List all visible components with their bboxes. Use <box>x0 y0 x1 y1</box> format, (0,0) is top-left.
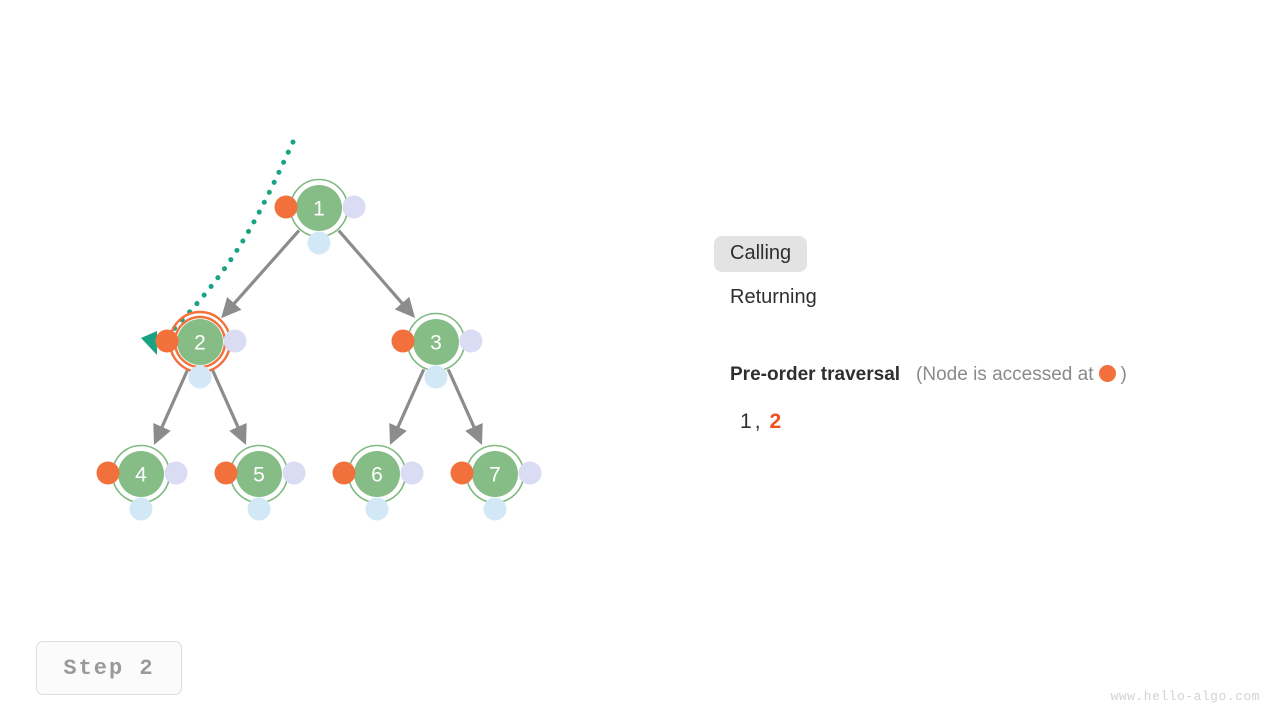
watermark-text: www.hello-algo.com <box>1110 689 1260 704</box>
tree-node-1[interactable]: 1 <box>274 178 366 255</box>
node-access-dot-icon <box>332 461 356 485</box>
state-row-calling: Calling <box>714 232 1254 276</box>
tree-node-3[interactable]: 3 <box>391 312 483 389</box>
tree-node-4[interactable]: 4 <box>96 444 188 521</box>
traversal-title: Pre-order traversal <box>730 364 901 385</box>
node-circle <box>296 185 342 231</box>
node-parent-port-icon <box>424 365 448 389</box>
recursion-trace-layer <box>141 139 296 355</box>
node-right-port-icon <box>282 461 306 485</box>
tree-edge <box>210 368 247 445</box>
node-right-port-icon <box>223 329 247 353</box>
tree-node-2[interactable]: 2 <box>155 310 247 389</box>
step-badge-label: Step 2 <box>63 655 155 681</box>
node-parent-port-icon <box>247 497 271 521</box>
node-circle <box>177 319 223 365</box>
node-right-port-icon <box>459 329 483 353</box>
node-access-dot-icon <box>96 461 120 485</box>
tree-edge <box>446 368 483 445</box>
node-circle <box>413 319 459 365</box>
tree-node-6[interactable]: 6 <box>332 444 424 521</box>
node-value-label: 7 <box>489 464 501 487</box>
node-access-dot-icon <box>214 461 238 485</box>
tree-node-5[interactable]: 5 <box>214 444 306 521</box>
state-row-returning: Returning <box>714 276 1254 320</box>
sequence-separator: , <box>754 410 762 433</box>
node-value-label: 5 <box>253 464 265 487</box>
tree-edge <box>389 368 426 445</box>
traversal-legend: Pre-order traversal (Node is accessed at… <box>730 364 1127 386</box>
state-chip-returning: Returning <box>730 286 817 308</box>
node-parent-port-icon <box>365 497 389 521</box>
node-circle <box>236 451 282 497</box>
node-access-dot-icon <box>391 329 415 353</box>
tree-edge <box>221 229 301 319</box>
recursion-trace-arrowhead <box>141 331 157 355</box>
traversal-note-after: ) <box>1120 364 1127 385</box>
tree-node-7[interactable]: 7 <box>450 444 542 521</box>
node-right-port-icon <box>164 461 188 485</box>
traversal-note: (Node is accessed at) <box>916 364 1127 386</box>
state-chip-calling: Calling <box>714 236 808 272</box>
node-right-port-icon <box>400 461 424 485</box>
edge-layer <box>153 229 483 445</box>
node-access-dot-icon <box>155 329 179 353</box>
node-value-label: 4 <box>135 464 147 487</box>
sequence-item: 2 <box>769 410 783 433</box>
node-parent-port-icon <box>129 497 153 521</box>
tree-edge <box>153 368 190 445</box>
traversal-sequence: 1,2 <box>740 410 784 434</box>
binary-tree-diagram: 1 2 3 4 5 6 7 <box>96 139 542 521</box>
traversal-note-before: (Node is accessed at <box>916 364 1094 385</box>
node-value-label: 1 <box>313 198 325 221</box>
node-parent-port-icon <box>188 365 212 389</box>
node-parent-port-icon <box>483 497 507 521</box>
node-access-dot-icon <box>274 195 298 219</box>
node-layer: 1 2 3 4 5 6 7 <box>96 178 542 521</box>
node-parent-port-icon <box>307 231 331 255</box>
node-right-port-icon <box>518 461 542 485</box>
watermark: www.hello-algo.com <box>1111 689 1260 704</box>
step-badge: Step 2 <box>36 641 182 695</box>
node-circle <box>118 451 164 497</box>
node-right-port-icon <box>342 195 366 219</box>
node-value-label: 6 <box>371 464 383 487</box>
tree-edge <box>337 229 416 319</box>
node-circle <box>472 451 518 497</box>
node-value-label: 2 <box>194 332 206 355</box>
node-circle <box>354 451 400 497</box>
sequence-item: 1 <box>740 410 753 433</box>
state-legend-panel: Calling Returning <box>714 232 1254 320</box>
node-value-label: 3 <box>430 332 442 355</box>
node-access-dot-icon <box>450 461 474 485</box>
access-dot-icon <box>1099 365 1117 382</box>
